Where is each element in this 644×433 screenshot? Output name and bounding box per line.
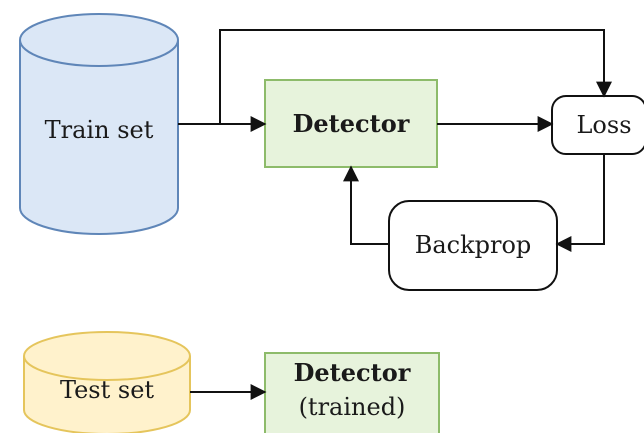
train-set-top [19,13,179,67]
test-set-node: Test set [23,331,191,433]
arrow-loss-to-backprop [555,154,605,252]
backprop-node: Backprop [388,200,558,291]
detector-node: Detector [264,79,438,168]
test-set-label: Test set [60,376,154,404]
backprop-label: Backprop [415,231,532,259]
test-set-top [23,331,191,381]
trained-detector-node: Detector (trained) [264,352,440,433]
train-set-label: Train set [45,116,154,144]
trained-detector-title: Detector [294,358,411,387]
loss-label: Loss [576,111,631,139]
loss-node: Loss [551,95,644,155]
arrow-backprop-to-detector [343,165,389,245]
trained-detector-subtitle: (trained) [299,393,406,421]
train-set-node: Train set [19,13,179,235]
detector-label: Detector [293,109,410,138]
train-set-cylinder [19,40,179,235]
detector-box [264,79,438,168]
arrow-train-to-loss-bypass [219,29,612,124]
